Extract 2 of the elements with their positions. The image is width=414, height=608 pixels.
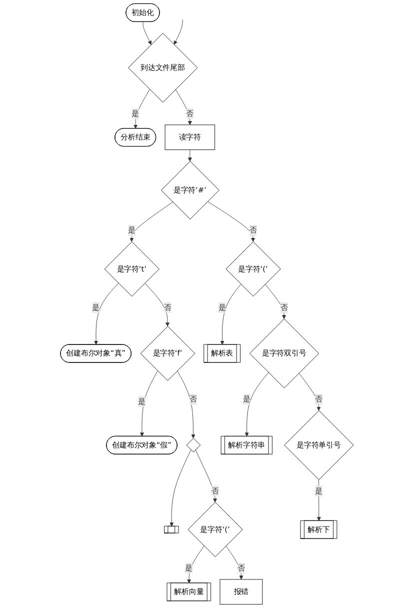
node-box [164, 526, 179, 534]
node-diamond [186, 438, 201, 452]
